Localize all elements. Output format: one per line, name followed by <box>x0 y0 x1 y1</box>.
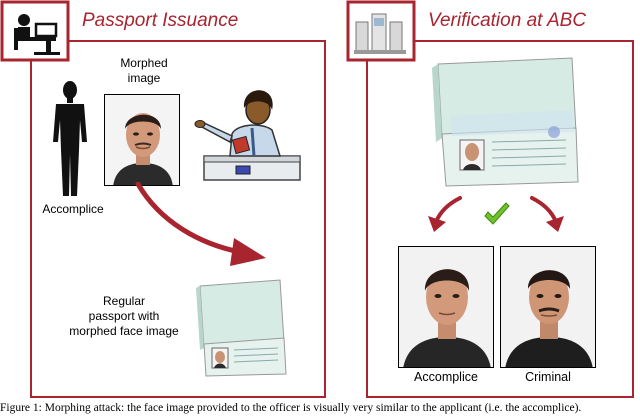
verification-passport <box>430 56 580 188</box>
abc-gate-icon <box>346 0 416 62</box>
right-verification-arrow <box>526 194 566 234</box>
issuance-arrow <box>130 182 270 272</box>
morphed-image-label: Morphed image <box>120 56 168 85</box>
photo-right-label: Criminal <box>525 370 571 384</box>
right-panel-title: Verification at ABC <box>428 10 587 31</box>
morphed-face-photo <box>104 94 180 186</box>
passport-label: Regular passport with morphed face image <box>69 294 179 338</box>
officer-desk-icon <box>0 0 72 62</box>
accomplice-photo <box>398 246 494 368</box>
photo-left-label: Accomplice <box>414 370 478 384</box>
officer-clipart <box>192 74 302 184</box>
green-check-icon <box>482 200 512 230</box>
right-panel-frame <box>366 40 634 398</box>
figure-caption: Figure 1: Morphing attack: the face imag… <box>0 402 582 414</box>
issued-passport <box>190 278 290 378</box>
criminal-photo <box>500 246 596 368</box>
left-verification-arrow <box>426 194 466 234</box>
left-panel-title: Passport Issuance <box>82 10 239 31</box>
accomplice-silhouette <box>50 80 90 198</box>
left-panel-frame <box>30 40 326 398</box>
accomplice-label: Accomplice <box>42 202 104 216</box>
